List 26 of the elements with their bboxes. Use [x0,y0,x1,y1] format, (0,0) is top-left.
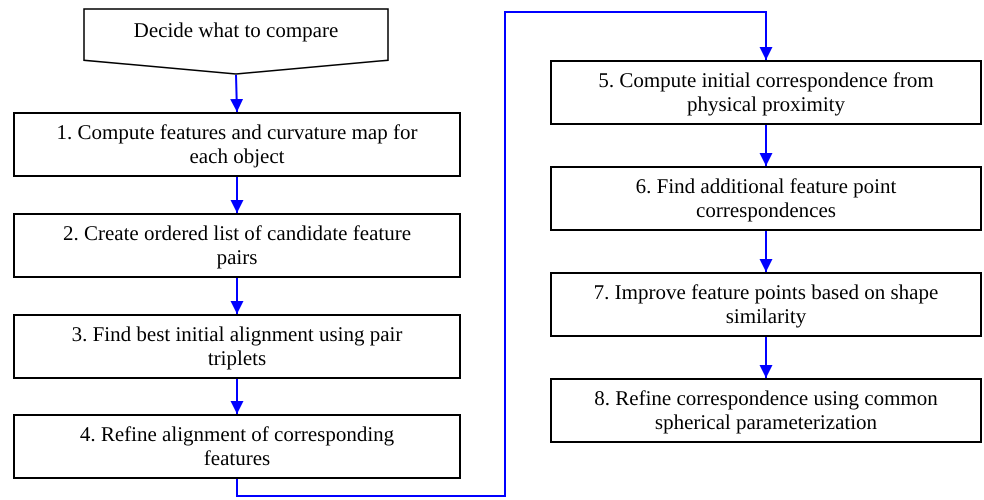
arrow [760,337,772,378]
step-text: 6. Find additional feature point correspondences [634,174,898,222]
process-box [550,378,982,443]
step-text: 2. Create ordered list of candidate feature pairs [62,222,412,270]
process-box [550,272,982,337]
step-text: 1. Compute features and curvature map for each object [56,120,418,168]
process-box [13,414,461,479]
arrow [230,74,244,112]
step-text: 3. Find best initial alignment using pair triplets [70,322,404,370]
arrow [230,278,244,314]
step-text: 7. Improve feature points based on shape similarity [592,280,940,328]
arrow [236,11,772,497]
process-box [13,213,461,278]
arrow [230,379,244,414]
arrow [760,231,772,272]
process-box [13,314,461,379]
arrow [760,125,772,166]
process-box [550,60,982,125]
step-text: 5. Compute initial correspondence from physical proximity [597,68,935,116]
step-text: Decide what to compare [132,19,340,43]
arrow [230,177,244,213]
process-box [550,166,982,231]
process-box [13,112,461,177]
start-pentagon [83,8,389,75]
step-text: 8. Refine correspondence using common spherical parameterization [593,386,939,434]
step-text: 4. Refine alignment of corresponding features [78,422,396,470]
